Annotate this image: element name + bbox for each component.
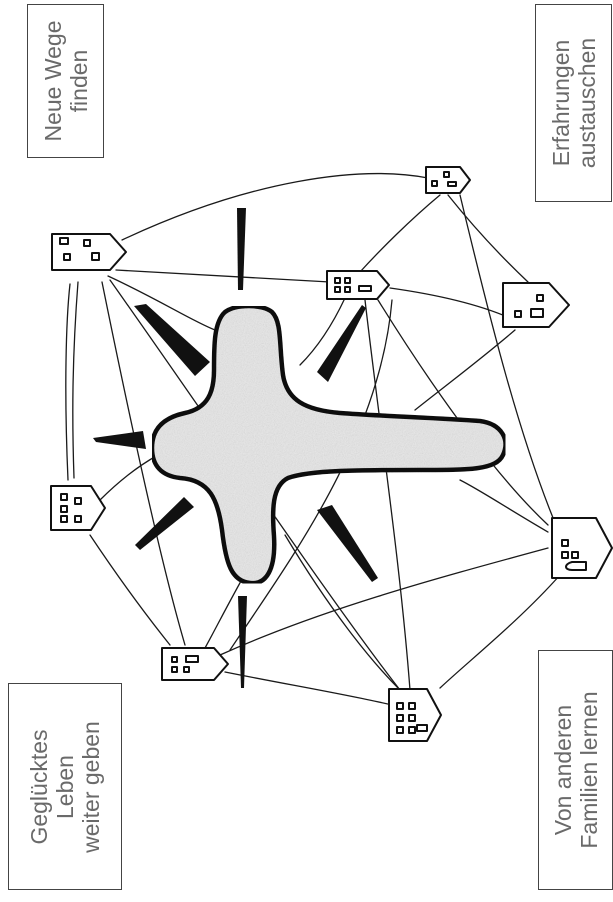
line-h1-h6 bbox=[101, 281, 186, 646]
house-icon bbox=[51, 233, 127, 271]
line-cross-h7 bbox=[284, 534, 401, 691]
house-icon bbox=[388, 688, 442, 742]
line-h8-h6 bbox=[219, 547, 549, 656]
house-icon bbox=[161, 647, 229, 681]
spikes-group bbox=[93, 208, 378, 688]
line-h3-h7 bbox=[364, 299, 411, 691]
line-h1-h5 bbox=[72, 281, 79, 479]
line-h4-cross bbox=[414, 329, 516, 411]
label-von-anderen-familien-lernen: Von anderen Familien lernen bbox=[538, 650, 613, 890]
line-h6-h3 bbox=[229, 299, 393, 651]
line-h5-h1b bbox=[65, 283, 71, 481]
cross-icon bbox=[149, 303, 508, 586]
house-icon bbox=[425, 166, 471, 194]
line-h2-h8 bbox=[459, 194, 559, 531]
house-icon bbox=[326, 270, 390, 300]
spike-icon bbox=[135, 497, 194, 550]
house-icon bbox=[502, 282, 570, 328]
line-h3-cross bbox=[299, 297, 346, 366]
label-neue-wege-finden: Neue Wege finden bbox=[27, 4, 104, 158]
line-h5-cross bbox=[99, 454, 159, 501]
line-h6-h7 bbox=[224, 671, 393, 706]
line-h2-h4 bbox=[447, 194, 529, 283]
label-gegluecktes-line3: weiter geben bbox=[78, 720, 104, 853]
spike-icon bbox=[237, 208, 246, 290]
label-gegluecktes-leben-weiter-geben: Geglücktes Leben weiter geben bbox=[8, 683, 122, 890]
label-gegluecktes-line1: Geglücktes bbox=[26, 728, 52, 845]
house-icon bbox=[50, 485, 106, 531]
label-neue-wege-line2: finden bbox=[65, 49, 92, 113]
label-gegluecktes-line2: Leben bbox=[52, 754, 78, 819]
spike-icon bbox=[238, 596, 247, 688]
label-erfahrungen-line1: Erfahrungen bbox=[547, 39, 574, 167]
label-von-anderen-line2: Familien lernen bbox=[575, 691, 602, 849]
spike-icon bbox=[93, 431, 146, 449]
line-h8-cross bbox=[459, 479, 549, 533]
label-von-anderen-line1: Von anderen bbox=[549, 704, 576, 836]
line-h1-cross bbox=[107, 275, 216, 331]
spike-icon bbox=[134, 304, 210, 376]
house-icon bbox=[551, 517, 613, 579]
label-erfahrungen-line2: austauschen bbox=[573, 37, 600, 169]
line-h2-h3 bbox=[359, 194, 441, 273]
line-h5-h6 bbox=[89, 534, 171, 646]
line-h3-h4 bbox=[389, 287, 511, 319]
line-h1-h2 bbox=[121, 173, 429, 241]
line-h1-h3 bbox=[115, 269, 331, 283]
line-h8-h7 bbox=[439, 574, 561, 689]
spike-icon bbox=[317, 505, 378, 582]
line-h3-h8 bbox=[377, 299, 549, 526]
spike-icon bbox=[317, 305, 366, 382]
label-neue-wege-line1: Neue Wege bbox=[39, 20, 66, 142]
label-erfahrungen-austauschen: Erfahrungen austauschen bbox=[535, 4, 612, 202]
